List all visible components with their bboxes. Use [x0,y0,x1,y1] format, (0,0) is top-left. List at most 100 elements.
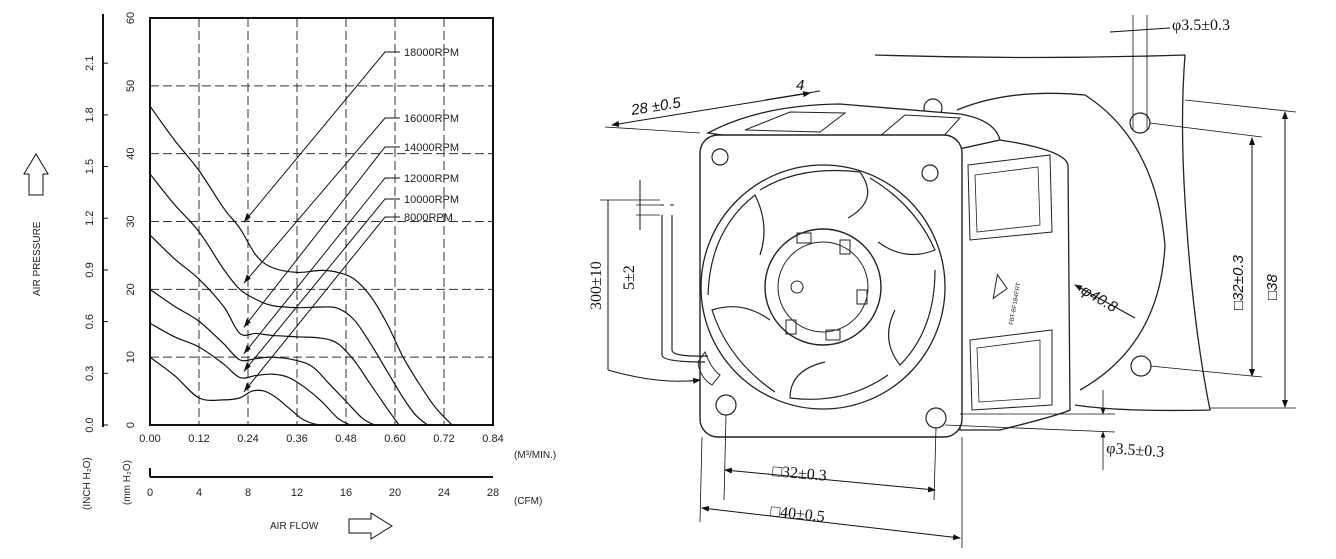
dim-pitch-v-ext-bot [1149,365,1263,378]
cfm-tick-label: 28 [487,487,499,499]
y-tick-label-inch: 1.8 [84,107,96,122]
fan-blades [707,169,936,400]
series-leader [243,146,400,328]
x-axis-title: AIR FLOW [270,521,319,532]
series-leader [243,177,400,355]
series-label: 14000RPM [404,142,459,154]
x-tick-label: 0.12 [188,433,209,445]
series-label: 12000RPM [404,173,459,185]
y-tick-label-mm: 30 [125,215,137,227]
cfm-tick-label: 24 [438,487,450,499]
y-tick-label-mm: 0 [125,422,137,428]
series-leader [243,117,400,284]
series-line [149,322,351,426]
x-tick-label: 0.84 [482,433,503,445]
fan-hub-inner [777,241,869,333]
chart-grid [150,18,493,425]
front-mount-hole-tl [711,148,729,166]
y-unit-left: (INCH H₂O) [82,457,93,510]
front-mount-hole-tr [921,164,939,182]
side-vent-top [967,154,1053,241]
side-vent-top-inner [974,166,1041,233]
series-leader [243,216,400,393]
y-axis-title: AIR PRESSURE [32,221,43,296]
series-leader-arrow-icon [243,274,251,284]
dim-hole-top: φ3.5±0.3 [1172,17,1230,34]
dim-outline-h-line [701,505,961,541]
cfm-tick-label: 0 [147,487,153,499]
series-leader-arrow-icon [243,362,251,372]
side-flange-outline [874,54,1211,412]
side-vent-bottom-inner [976,339,1041,403]
series-line [149,288,375,426]
cfm-tick-label: 8 [245,487,251,499]
cfm-tick-label: 20 [389,487,401,499]
dim-frame-diameter-line [1074,284,1136,319]
dim-hole-bottom: φ3.5±0.3 [1106,440,1165,461]
cfm-tick-label: 12 [291,487,303,499]
lead-wire-bundle [697,350,721,386]
lead-wire-1 [661,215,706,363]
y-unit-right: (mm H₂O) [122,460,133,505]
dim-lead-length-leader [607,369,701,384]
y-tick-label-mm: 10 [125,351,137,363]
series-lines [149,105,453,426]
x-tick-label: 0.36 [286,433,307,445]
series-label: 16000RPM [404,113,459,125]
mount-hole-bottom-right-rear [1130,355,1152,377]
y-tick-label-inch: 1.2 [84,211,96,226]
dim-outline-h: □40±0.5 [770,503,826,526]
dim-pitch-h-ext-right [933,427,937,501]
x-axis-arrow-icon [348,512,393,540]
hub-ribs [785,232,868,341]
dim-lead-length: 300±10 [588,261,605,310]
y-tick-label-mm: 40 [125,148,137,160]
dim-pitch-v-ext-top [1149,122,1263,138]
dim-rib: 4 [796,77,804,94]
x-unit-top: (M³/MIN.) [514,450,556,461]
dim-hole-top-line [1109,27,1171,33]
y-tick-label-inch: 0.9 [84,262,96,277]
series-line [149,105,453,426]
dim-outline-h-ext-left [699,436,703,523]
series-leader-arrow-icon [243,318,251,328]
series-line [149,173,429,426]
lead-wire-2 [671,215,709,357]
y-axis-arrow-icon [23,153,49,196]
fan-hub-outer [764,228,882,346]
y-tick-label-inch: 0.6 [84,314,96,329]
cfm-tick-label: 16 [340,487,352,499]
dim-outline-v-ext-top [1184,99,1297,113]
series-leader-arrow-icon [243,213,251,223]
x-tick-label: 0.48 [335,433,356,445]
series-label: 10000RPM [404,194,459,206]
series-leader-arrow-icon [243,344,251,354]
series-leader-arrow-icon [243,382,251,392]
y-tick-label-mm: 50 [125,80,137,92]
dim-outline-v: □38 [1264,274,1281,300]
series-line [149,234,400,426]
fan-hub-dot [790,280,804,294]
rear-circle-outline [956,92,1166,391]
y-tick-label-inch: 0.3 [84,366,96,381]
dim-strip: 5±2 [621,265,638,290]
cfm-tick-label: 4 [196,487,202,499]
dim-pitch-h: □32±0.3 [772,463,828,485]
dim-rib-line [764,90,821,101]
y-tick-label-inch: 0.0 [84,417,96,432]
y-tick-label-mm: 60 [125,12,137,24]
fan-dimension-drawing: FBT-BF1B4FRT 300±10 5±2 28 [588,15,1297,548]
series-label: 18000RPM [404,47,459,59]
dim-pitch-v: □32±0.3 [1230,255,1247,310]
dim-frame-diameter: φ40.8 [1078,282,1121,317]
series-leader [243,198,400,372]
recycle-icon [992,273,1008,300]
x-tick-label: 0.24 [237,433,258,445]
y-tick-label-inch: 1.5 [84,159,96,174]
series-leader [243,51,400,223]
x-tick-label: 0.00 [139,433,160,445]
y-tick-label-mm: 20 [125,283,137,295]
